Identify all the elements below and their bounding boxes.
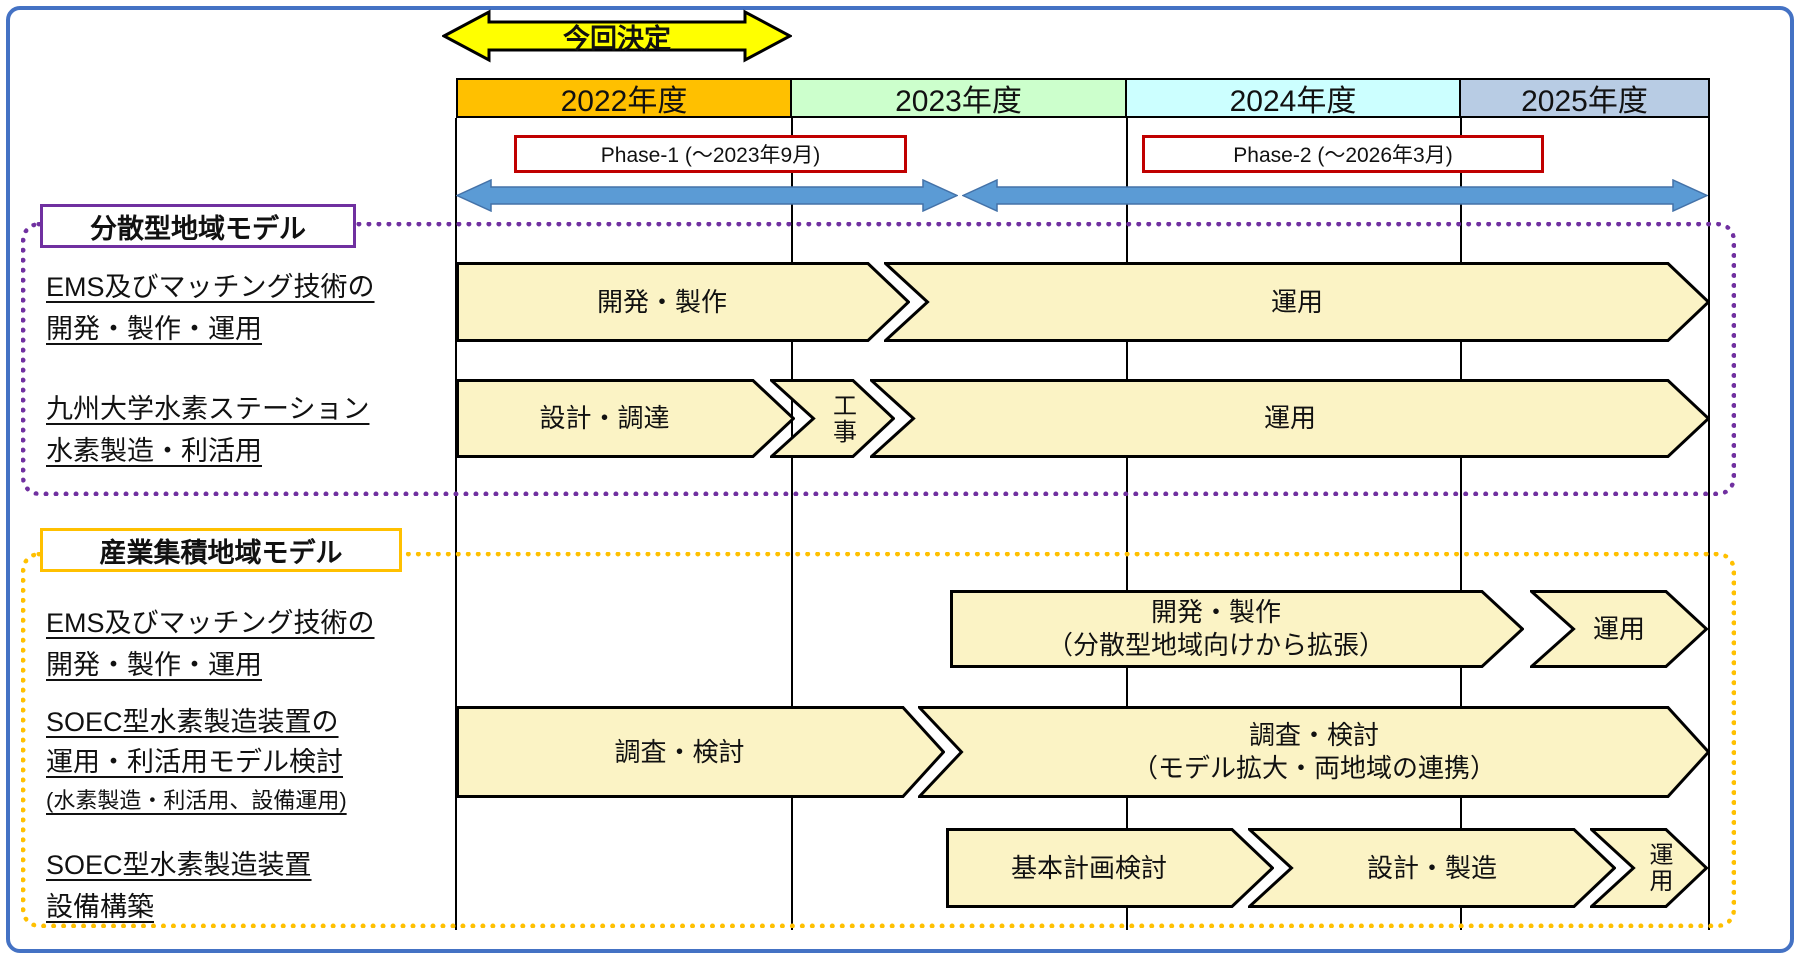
- bar-dev-production: 開発・製作: [456, 262, 910, 342]
- row-label-soec-model-study: SOEC型水素製造装置の 運用・利活用モデル検討 (水素製造・利活用、設備運用): [46, 707, 347, 813]
- row-label-kyushu-station: 九州大学水素ステーション 水素製造・利活用: [46, 394, 370, 466]
- bar-design-procurement: 設計・調達: [456, 379, 795, 458]
- phase-1-label: Phase-1 (～2023年9月): [600, 144, 821, 167]
- year-cell-2025: 2025年度: [1459, 78, 1710, 118]
- bar-operation: 運用: [1590, 828, 1708, 908]
- phase-2-duration-arrow: [961, 178, 1709, 213]
- bar-operation: 運用: [884, 262, 1710, 342]
- bar-label: 調査・検討: [614, 736, 745, 767]
- bar-label: 開発・製作: [596, 286, 727, 317]
- phase-2-label: Phase-2 (～2026年3月): [1233, 144, 1453, 167]
- bar-operation: 運用: [870, 379, 1710, 458]
- bar-label: 設計・製造: [1366, 852, 1497, 883]
- bar-label: 運用: [1270, 286, 1323, 317]
- bar-operation: 運用: [1530, 590, 1708, 668]
- row-label-soec-equipment: SOEC型水素製造装置 設備構築: [46, 850, 312, 922]
- section-distributed-title-box: 分散型地域モデル: [40, 204, 356, 248]
- bar-label: 運用: [1592, 613, 1645, 644]
- column-line: [1708, 118, 1710, 930]
- year-cell-2022: 2022年度: [456, 78, 792, 118]
- bar-label: 基本計画検討: [1010, 852, 1167, 883]
- bar-label: 開発・製作 （分散型地域向けから拡張）: [1046, 597, 1385, 660]
- bar-survey-study: 調査・検討: [456, 706, 945, 798]
- bar-construction: 工事: [770, 379, 895, 458]
- bar-survey-study-expanded: 調査・検討 （モデル拡大・両地域の連携）: [918, 706, 1710, 798]
- phase-2-box: Phase-2 (～2026年3月): [1142, 135, 1544, 173]
- bar-label: 設計・調達: [539, 403, 670, 433]
- bar-design-manufacture: 設計・製造: [1248, 828, 1616, 908]
- row-label-ems-industrial: EMS及びマッチング技術の 開発・製作・運用: [46, 608, 375, 680]
- column-line: [455, 118, 457, 930]
- year-cell-2023: 2023年度: [790, 78, 1127, 118]
- column-line: [1126, 118, 1128, 930]
- year-label: 2025年度: [1521, 85, 1648, 118]
- bar-dev-production-extended: 開発・製作 （分散型地域向けから拡張）: [950, 590, 1524, 668]
- column-line: [791, 118, 793, 930]
- section-title: 分散型地域モデル: [90, 213, 306, 244]
- decision-banner-arrow: 今回決定: [440, 9, 794, 63]
- section-distributed-outline: [21, 222, 1736, 496]
- section-industrial-outline: [21, 552, 1736, 928]
- decision-banner-label: 今回決定: [563, 23, 671, 54]
- phase-1-box: Phase-1 (～2023年9月): [514, 135, 907, 173]
- column-line: [1460, 118, 1462, 930]
- bar-label: 工事: [828, 392, 856, 445]
- bar-label: 運用: [1645, 842, 1672, 894]
- year-cell-2024: 2024年度: [1125, 78, 1461, 118]
- bar-basic-plan-study: 基本計画検討: [946, 828, 1274, 908]
- section-title: 産業集積地域モデル: [99, 537, 343, 568]
- bar-label: 運用: [1263, 403, 1316, 433]
- year-label: 2022年度: [560, 85, 688, 118]
- row-label-ems-distributed: EMS及びマッチング技術の 開発・製作・運用: [46, 272, 375, 344]
- year-label: 2024年度: [1229, 85, 1357, 118]
- section-industrial-title-box: 産業集積地域モデル: [40, 528, 402, 572]
- year-label: 2023年度: [895, 85, 1022, 118]
- bar-label: 調査・検討 （モデル拡大・両地域の連携）: [1131, 720, 1496, 783]
- phase-1-duration-arrow: [455, 178, 959, 213]
